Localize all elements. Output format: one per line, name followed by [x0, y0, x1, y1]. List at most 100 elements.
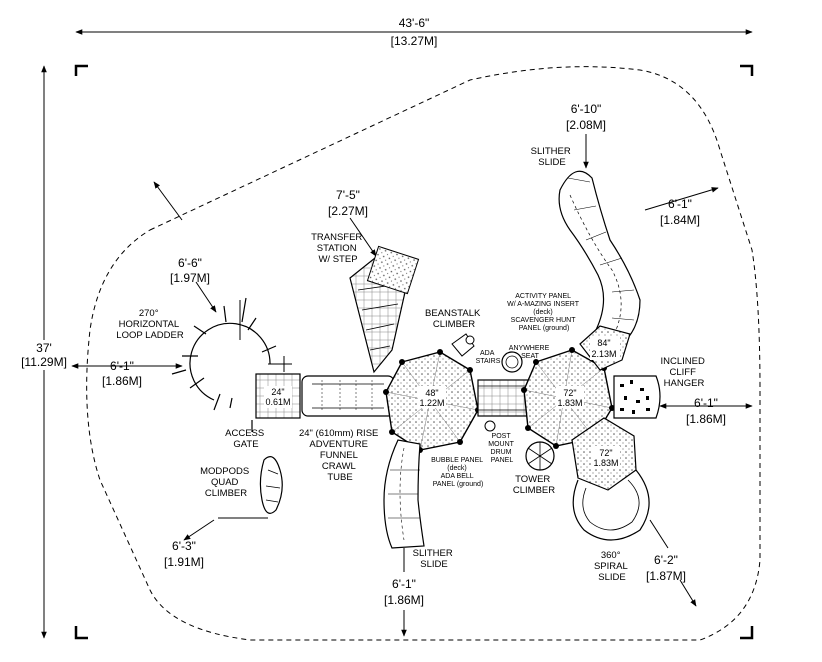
deck-84-m: 2.13M — [591, 349, 616, 359]
use-zone-boundary — [86, 66, 761, 641]
svg-text:ACTIVITY PANEL W/ A-MAZI: ACTIVITY PANEL W/ A-MAZING INSERT (deck)… — [507, 293, 581, 332]
label-funnel-2: ADVENTURE — [309, 439, 368, 450]
label-cliff-1: INCLINED — [661, 356, 705, 367]
label-funnel-1: 24" (610mm) RISE — [299, 428, 378, 439]
label-tower-2: CLIMBER — [513, 485, 555, 496]
clearance-cliff-ft: 6'-1" — [694, 396, 718, 410]
deck-72b-ft: 72" — [599, 448, 612, 458]
label-modpods-3: CLIMBER — [205, 488, 247, 499]
deck-24-shape: 24" 0.61M — [255, 373, 301, 419]
label-funnel-5: TUBE — [327, 472, 352, 483]
clearance-spiral-m: [1.87M] — [646, 569, 686, 583]
clearance-loop-m: [1.97M] — [170, 271, 210, 285]
corner-marks — [74, 64, 754, 640]
label-gate-2: GATE — [233, 439, 258, 450]
clearance-dimensions — [71, 134, 753, 637]
svg-text:BEANSTALK CLIMBER: BEANSTALK CLIMBER — [425, 308, 483, 330]
clearance-loop-ft: 6'-6" — [178, 256, 202, 270]
label-gate-1: ACCESS — [225, 428, 264, 439]
svg-text:MODPODS QUAD CLIMB: MODPODS QUAD CLIMBER — [200, 466, 252, 499]
clearance-left-m: [1.86M] — [102, 374, 142, 388]
overall-height-ft: 37' — [36, 341, 52, 355]
clearance-modpods-ft: 6'-3" — [172, 539, 196, 553]
clearance-left-ft: 6'-1" — [110, 359, 134, 373]
clearance-modpods-m: [1.91M] — [164, 555, 204, 569]
overall-height-dimension: 37' [11.29M] — [16, 65, 68, 639]
label-transfer-3: W/ STEP — [318, 254, 357, 265]
label-beanstalk-1: BEANSTALK — [425, 308, 481, 319]
modpods-shape — [218, 456, 283, 519]
label-spiral-2: SPIRAL — [594, 561, 628, 572]
tower-climber-shape — [525, 441, 555, 471]
label-seat-2: SEAT — [521, 353, 539, 360]
deck-24-ft: 24" — [271, 387, 284, 397]
label-slither-bottom-1: SLITHER — [413, 548, 453, 559]
label-loop-2: HORIZONTAL — [119, 319, 179, 330]
svg-text:ACCESS GATE: ACCESS GATE — [225, 428, 267, 450]
label-drum-3: DRUM — [491, 449, 512, 456]
label-funnel-4: CRAWL — [322, 461, 356, 472]
label-ada-stairs-1: ADA — [480, 350, 495, 357]
overall-width-dimension: 43'-6" [11.29M] [13.27M] — [75, 16, 753, 48]
svg-text:POST MOUNT DRUM: POST MOUNT DRUM PANEL — [488, 433, 516, 464]
cliff-hanger-shape — [613, 375, 661, 419]
label-spiral-3: SLIDE — [598, 572, 625, 583]
svg-text:INCLINED CLIFF HAN: INCLINED CLIFF HANGER — [661, 356, 708, 389]
label-transfer-2: STATION — [317, 243, 357, 254]
spiral-slide-shape: 72" 1.83M — [571, 417, 650, 541]
overall-height-metric: [11.29M] — [21, 355, 67, 369]
slither-slide-top-shape — [558, 170, 641, 341]
clearance-slither-bottom-m: [1.86M] — [384, 593, 424, 607]
svg-text:270° HORIZONTAL LO: 270° HORIZONTAL LOOP LADDER — [116, 308, 184, 341]
label-activity-2: W/ A-MAZING INSERT — [507, 301, 580, 308]
svg-text:TOWER CLIMBER: TOWER CLIMBER — [513, 474, 555, 496]
funnel-tube-shape — [301, 375, 395, 417]
svg-text:BUBBLE PANEL (deck): BUBBLE PANEL (deck) ADA BELL PANEL (grou… — [431, 457, 485, 488]
label-loop-3: LOOP LADDER — [116, 330, 184, 341]
deck-84-shape: 84" 2.13M — [579, 325, 631, 371]
clearance-labels: 6'-10" [2.08M] 7'-5" [2.27M] 6'-6" [1.97… — [102, 102, 726, 607]
label-bubble-3: ADA BELL — [441, 473, 474, 480]
clearance-spiral-ft: 6'-2" — [654, 553, 678, 567]
deck-24-m: 0.61M — [265, 397, 290, 407]
clearance-slither-right-m: [1.84M] — [660, 213, 700, 227]
clearance-slither-right-ft: 6'-1" — [668, 197, 692, 211]
deck-72-ft: 72" — [563, 388, 576, 398]
label-drum-1: POST — [492, 433, 512, 440]
deck-48-m: 1.22M — [419, 398, 444, 408]
ada-stairs-shape — [477, 351, 535, 432]
svg-text:TRANSFER STATION W: TRANSFER STATION W/ STEP — [311, 232, 365, 265]
label-modpods-2: QUAD — [211, 477, 239, 488]
overall-width-metric: [13.27M] — [391, 34, 438, 48]
label-slither-bottom-2: SLIDE — [420, 559, 447, 570]
slither-slide-bottom-shape — [383, 439, 425, 549]
label-slither-top-2: SLIDE — [538, 157, 565, 168]
label-drum-2: MOUNT — [488, 441, 514, 448]
clearance-slither-top-m: [2.08M] — [566, 118, 606, 132]
svg-text:24" (610mm) RISE ADVENTU: 24" (610mm) RISE ADVENTURE FUNNEL CRAWL … — [299, 428, 381, 483]
clearance-transfer-m: [2.27M] — [328, 204, 368, 218]
label-cliff-2: CLIFF — [669, 367, 696, 378]
overall-width-ft: 43'-6" — [399, 16, 430, 30]
beanstalk-shape — [451, 333, 475, 357]
label-bubble-4: PANEL (ground) — [433, 481, 484, 488]
label-ada-stairs-2: STAIRS — [476, 358, 501, 365]
label-activity-1: ACTIVITY PANEL — [515, 293, 571, 300]
label-slither-top-1: SLITHER — [531, 146, 571, 157]
label-activity-3: (deck) — [533, 309, 552, 316]
clearance-slither-top-ft: 6'-10" — [571, 102, 602, 116]
clearance-transfer-ft: 7'-5" — [336, 188, 360, 202]
transfer-station-shape — [349, 245, 420, 374]
label-spiral-1: 360° — [601, 550, 621, 561]
label-cliff-3: HANGER — [664, 378, 705, 389]
label-seat-1: ANYWHERE — [509, 345, 550, 352]
label-activity-4: SCAVENGER HUNT — [511, 317, 577, 324]
label-transfer-1: TRANSFER — [311, 232, 362, 243]
label-loop-1: 270° — [139, 308, 159, 319]
deck-72-m: 1.83M — [557, 398, 582, 408]
label-beanstalk-2: CLIMBER — [433, 319, 475, 330]
svg-text:SLITHER SLIDE: SLITHER SLIDE — [413, 548, 456, 570]
svg-text:ADA STAIRS: ADA STAIRS — [476, 350, 501, 365]
clearance-slither-bottom-ft: 6'-1" — [392, 577, 416, 591]
